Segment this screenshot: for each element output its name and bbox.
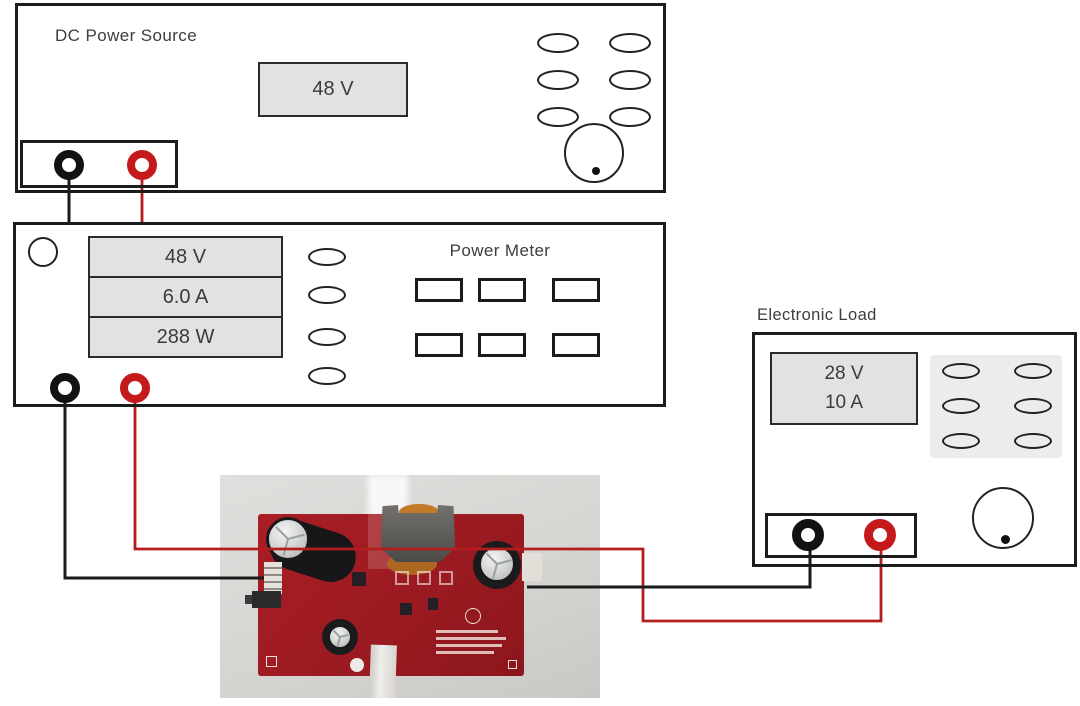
evm-board-photo [220,475,600,698]
knob-marker-dot [1001,535,1010,544]
silkscreen-logo [465,608,481,624]
dc-power-source-panel: DC Power Source 48 V [15,3,666,193]
load-voltage-value: 28 V [824,363,864,384]
panel-button-oval [537,107,579,127]
transformer-core [381,505,455,562]
function-button [415,278,463,302]
panel-button-oval [1014,433,1052,449]
dc-negative-terminal [54,150,84,180]
electronic-load-panel: 28 V 10 A [752,332,1077,567]
panel-button-oval [537,70,579,90]
rotary-knob [972,487,1034,549]
electronic-load-label: Electronic Load [757,306,877,324]
power-meter-panel: 48 V 6.0 A 288 W Power Meter [13,222,666,407]
panel-button-oval [942,398,980,414]
panel-button-oval [609,107,651,127]
panel-button-oval [942,433,980,449]
panel-button-oval [308,328,346,346]
power-meter-label: Power Meter [449,241,551,260]
rotary-knob [564,123,624,183]
ic-chip [428,598,438,610]
solder-pad [439,571,453,585]
function-button [415,333,463,357]
function-button [478,278,526,302]
panel-button-oval [308,286,346,304]
load-current-value: 10 A [824,391,864,413]
output-capacitor-top [478,545,516,583]
panel-button-oval [609,33,651,53]
function-button [478,333,526,357]
meter-positive-terminal [120,373,150,403]
panel-button-oval [609,70,651,90]
output-connector [522,553,542,581]
ic-chip [352,572,366,586]
small-capacitor-top [328,625,352,649]
input-connector [264,562,282,594]
white-cable [369,644,397,698]
toggle-switch [252,591,281,608]
electronic-load-display: 28 V 10 A [770,352,918,425]
power-button-circle [28,237,58,267]
current-reading: 6.0 A [90,278,281,318]
mounting-screw [350,658,364,672]
input-capacitor-top [266,517,310,561]
panel-button-oval [308,367,346,385]
knob-marker-dot [592,167,600,175]
dc-output-terminal-panel [20,140,178,188]
fiducial-mark [508,660,517,669]
dc-voltage-value: 48 V [312,78,354,100]
panel-button-oval [308,248,346,266]
load-negative-terminal [792,519,824,551]
solder-pad [395,571,409,585]
load-positive-terminal [864,519,896,551]
dc-voltage-display: 48 V [258,62,408,117]
ic-chip [400,603,412,615]
function-button [552,333,600,357]
fiducial-mark [266,656,277,667]
panel-button-oval [537,33,579,53]
meter-negative-terminal [50,373,80,403]
panel-button-oval [1014,363,1052,379]
solder-pad [417,571,431,585]
dc-positive-terminal [127,150,157,180]
function-button [552,278,600,302]
power-reading: 288 W [156,325,215,348]
dc-power-source-label: DC Power Source [55,26,198,45]
power-meter-display: 48 V 6.0 A 288 W [88,236,283,358]
panel-button-oval [942,363,980,379]
voltage-reading: 48 V [90,238,281,278]
panel-button-oval [1014,398,1052,414]
